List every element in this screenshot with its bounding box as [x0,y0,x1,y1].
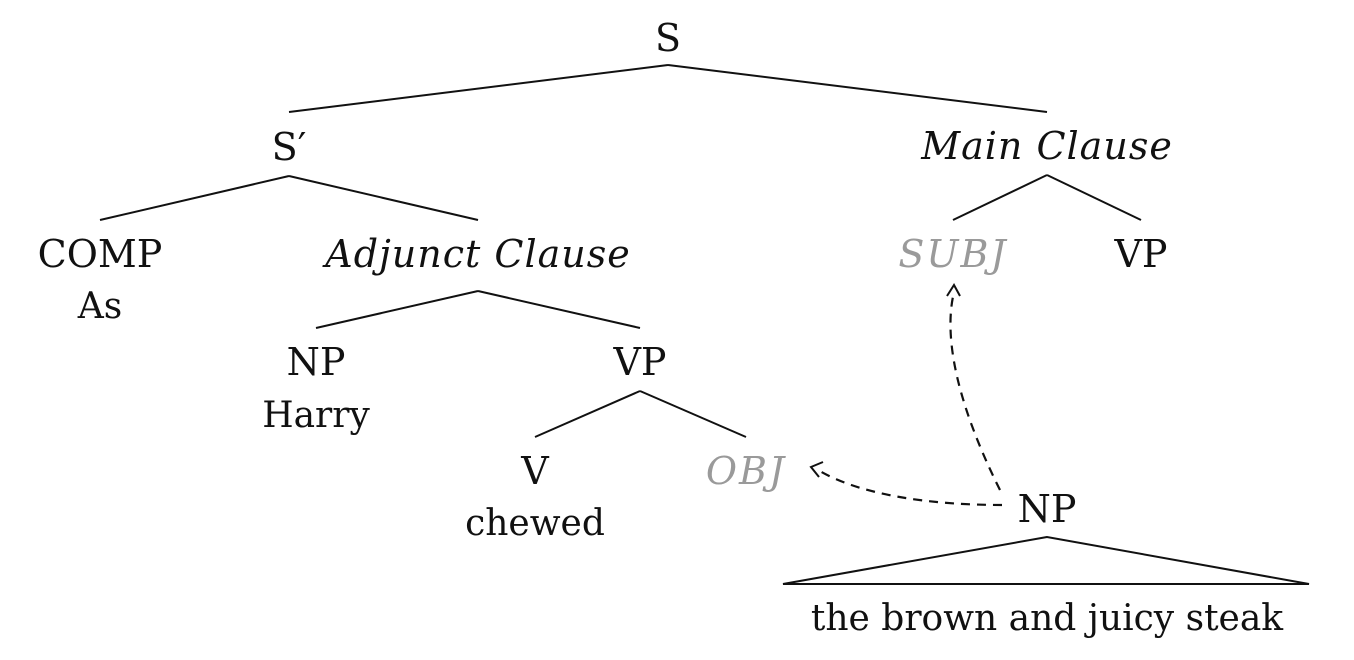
node-s: S [655,16,681,60]
node-main-clause: Main Clause [920,124,1173,168]
phrase-steak: the brown and juicy steak [811,598,1284,639]
word-chewed: chewed [465,503,605,544]
arrowhead-obj [809,461,824,478]
edge-adjunct-to-np [315,290,479,329]
node-subj-gap: SUBJ [898,232,1007,276]
edge-sprime-to-adjunct [288,175,479,221]
edge-vp-to-obj [639,390,747,438]
np-triangle [782,535,1310,585]
edge-main-to-subj [952,174,1048,221]
node-adjunct-np: NP [287,340,346,384]
node-comp: COMP [38,232,163,276]
node-obj-gap: OBJ [706,449,786,493]
tree-labels: S S′ Main Clause COMP As Adjunct Clause … [38,16,1285,639]
node-adjunct-vp: VP [612,340,666,384]
node-shared-np: NP [1018,487,1077,531]
node-adjunct-clause: Adjunct Clause [322,232,630,276]
word-harry: Harry [262,395,370,436]
node-main-vp: VP [1113,232,1167,276]
tree-edges [99,64,1310,585]
word-as: As [77,286,122,327]
edge-main-to-vp [1046,174,1142,221]
edge-vp-to-v [534,390,641,438]
edge-sprime-to-comp [99,175,290,221]
edge-s-to-sprime [288,64,669,113]
node-v: V [520,449,549,493]
dashed-arrow-to-subj [949,291,1001,491]
movement-arrows [809,283,1003,507]
arrowhead-subj [946,283,961,297]
edge-adjunct-to-vp [477,290,641,329]
dashed-arrow-to-obj [817,469,1003,507]
edge-s-to-main-clause [667,64,1048,113]
node-s-prime: S′ [272,125,307,169]
